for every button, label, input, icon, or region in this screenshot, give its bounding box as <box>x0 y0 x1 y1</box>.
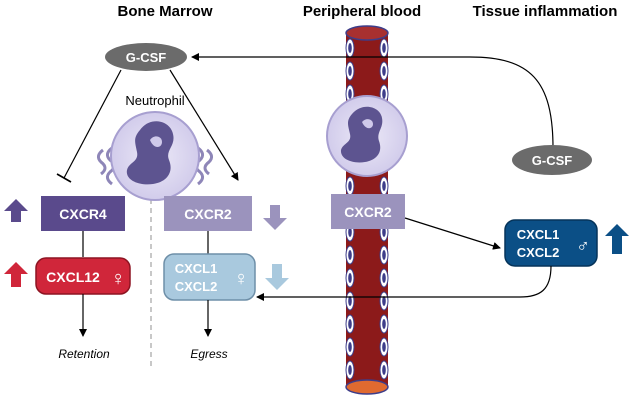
endothelial-nucleus <box>382 181 386 191</box>
endothelial-nucleus <box>382 250 386 260</box>
retention-label: Retention <box>58 347 110 361</box>
endothelial-nucleus <box>348 365 352 375</box>
header-bone-marrow: Bone Marrow <box>117 3 212 20</box>
endothelial-nucleus <box>348 273 352 283</box>
gcsf-tissue-node: G-CSF <box>512 145 592 175</box>
endothelial-nucleus <box>382 89 386 99</box>
endothelial-nucleus <box>348 342 352 352</box>
cxcr2-blood-box: CXCR2 <box>331 194 405 229</box>
endothelial-nucleus <box>382 66 386 76</box>
egress-label: Egress <box>190 347 227 361</box>
cxcr4-label: CXCR4 <box>59 206 107 222</box>
endothelial-nucleus <box>382 43 386 53</box>
neutrophil-label: Neutrophil <box>125 93 184 108</box>
female-symbol-icon: ♀ <box>111 268 126 290</box>
header-tissue-inflammation: Tissue inflammation <box>473 3 618 20</box>
gcsf-to-cxcr2-arrow <box>169 69 239 181</box>
cxcr2-blood-label: CXCR2 <box>344 204 392 220</box>
cxcl12-box: CXCL12 ♀ <box>35 257 131 295</box>
endothelial-nucleus <box>382 227 386 237</box>
endothelial-nucleus <box>348 66 352 76</box>
cxcl2-tissue-label: CXCL2 <box>517 245 560 260</box>
endothelial-nucleus <box>348 250 352 260</box>
gcsf-tissue-label: G-CSF <box>532 153 573 168</box>
male-symbol-icon: ♂ <box>576 236 590 256</box>
cxcl2-marrow-label: CXCL2 <box>175 279 218 294</box>
endothelial-nucleus <box>382 319 386 329</box>
header-peripheral-blood: Peripheral blood <box>303 3 421 20</box>
endothelial-nucleus <box>382 342 386 352</box>
cxcr4-up-arrow-icon <box>4 199 28 222</box>
endothelial-nucleus <box>348 181 352 191</box>
cxcl1-cxcl2-marrow-box: CXCL1 CXCL2 ♀ <box>163 253 256 301</box>
cxcl12-label: CXCL12 <box>46 269 100 285</box>
cxcr2-marrow-box: CXCR2 <box>164 196 252 231</box>
cxcl-down-arrow-icon <box>265 264 289 290</box>
endothelial-nucleus <box>348 296 352 306</box>
endothelial-nucleus <box>382 273 386 283</box>
neutrophil-cell-marrow <box>96 111 214 201</box>
endothelial-nucleus <box>348 43 352 53</box>
endothelial-nucleus <box>348 89 352 99</box>
female-symbol-icon: ♀ <box>234 268 249 290</box>
endothelial-nucleus <box>382 365 386 375</box>
cxcl1-tissue-label: CXCL1 <box>517 227 560 242</box>
cxcr2-down-arrow-icon <box>263 205 287 230</box>
neutrophil-cell-blood <box>326 95 408 177</box>
cxcr2-to-tissue-arrow <box>404 217 501 250</box>
cxcl-tissue-up-arrow-icon <box>605 224 629 254</box>
cxcl1-cxcl2-tissue-box: CXCL1 CXCL2 ♂ <box>504 219 598 267</box>
cxcl1-marrow-label: CXCL1 <box>175 261 218 276</box>
tissue-to-marrow-arrow <box>256 265 552 301</box>
endothelial-nucleus <box>382 296 386 306</box>
cxcr2-marrow-label: CXCR2 <box>184 206 232 222</box>
gcsf-top-node: G-CSF <box>105 43 187 71</box>
endothelial-nucleus <box>348 319 352 329</box>
cxcl12-up-arrow-icon <box>4 262 28 287</box>
cxcr4-box: CXCR4 <box>41 196 125 231</box>
inhibition-bar <box>56 173 72 183</box>
gcsf-top-label: G-CSF <box>126 50 167 65</box>
gcsf-inhibits-cxcr4 <box>63 69 122 179</box>
endothelial-nucleus <box>348 227 352 237</box>
gcsf-feedback-arrow <box>191 53 554 149</box>
